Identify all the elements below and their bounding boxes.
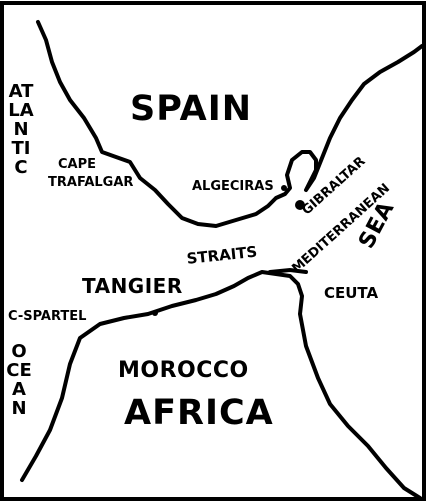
coastline-ceuta <box>268 267 308 274</box>
label-ocean: OCEAN <box>6 341 32 419</box>
tangier-dot <box>152 310 158 316</box>
coastline-spain <box>36 20 424 228</box>
gibraltar-rock <box>295 200 305 210</box>
label-africa: AFRICA <box>124 393 274 433</box>
label-algeciras: ALGECIRAS <box>192 179 274 194</box>
label-trafalgar: TRAFALGAR <box>48 175 134 190</box>
label-atlantic: ATLANTIC <box>8 81 34 178</box>
coastline-africa <box>20 270 422 500</box>
algeciras-dot <box>281 185 287 191</box>
label-ceuta: CEUTA <box>324 284 379 302</box>
label-morocco: MOROCCO <box>118 358 249 383</box>
label-cape: CAPE <box>58 157 97 172</box>
label-c-spartel: C-SPARTEL <box>8 309 87 324</box>
label-tangier: TANGIER <box>82 274 183 298</box>
label-spain: SPAIN <box>130 89 253 129</box>
